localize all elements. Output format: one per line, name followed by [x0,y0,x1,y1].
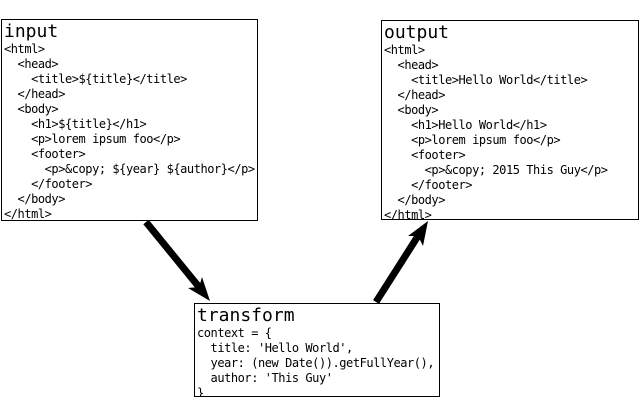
transform-box-title: transform [197,305,295,326]
input-box: input <html> <head> <title>${title}</tit… [1,19,258,221]
output-box-code: <html> <head> <title>Hello World</title>… [384,43,608,220]
output-box-title: output [384,22,450,43]
transform-box: transform context = { title: 'Hello Worl… [194,303,440,397]
arrow-input-to-transform-icon [143,219,210,301]
input-box-title: input [4,21,59,42]
arrow-transform-to-output-icon [373,221,428,304]
input-box-code: <html> <head> <title>${title}</title> </… [4,42,255,221]
output-box: output <html> <head> <title>Hello World<… [381,20,639,220]
transform-box-code: context = { title: 'Hello World', year: … [197,326,435,397]
